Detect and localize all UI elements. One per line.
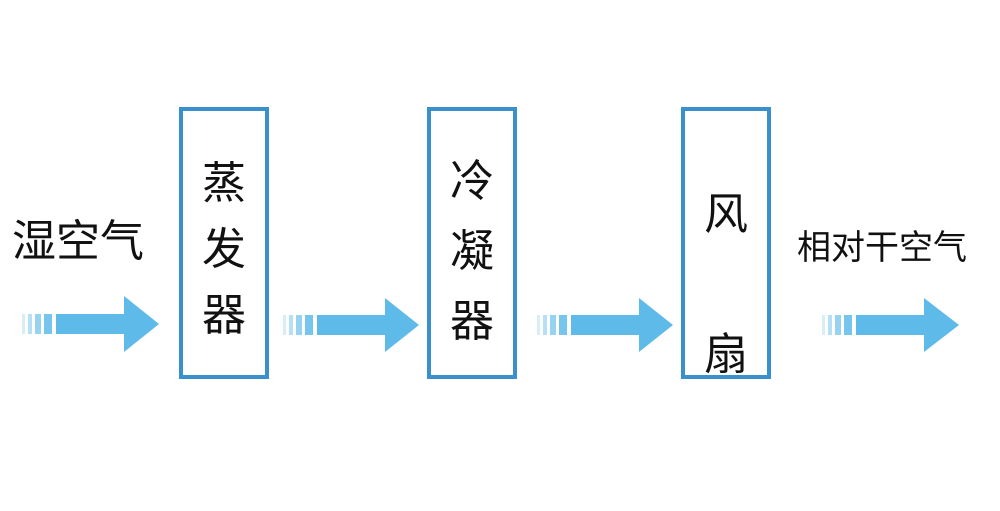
fan-label: 风 扇 <box>704 189 748 380</box>
evaporator-label: 蒸 发 器 <box>202 158 246 341</box>
condenser-box: 冷 凝 器 <box>427 107 517 379</box>
fan-box: 风 扇 <box>681 107 771 380</box>
flow-arrow-3 <box>537 298 673 352</box>
evaporator-box: 蒸 发 器 <box>179 107 269 379</box>
condenser-label: 冷 凝 器 <box>450 156 494 347</box>
output-air-label: 相对干空气 <box>797 228 967 268</box>
input-air-label: 湿空气 <box>12 216 144 267</box>
flow-arrow-2 <box>283 298 419 352</box>
flow-arrow-4 <box>822 298 959 352</box>
flow-arrow-1 <box>22 296 159 352</box>
